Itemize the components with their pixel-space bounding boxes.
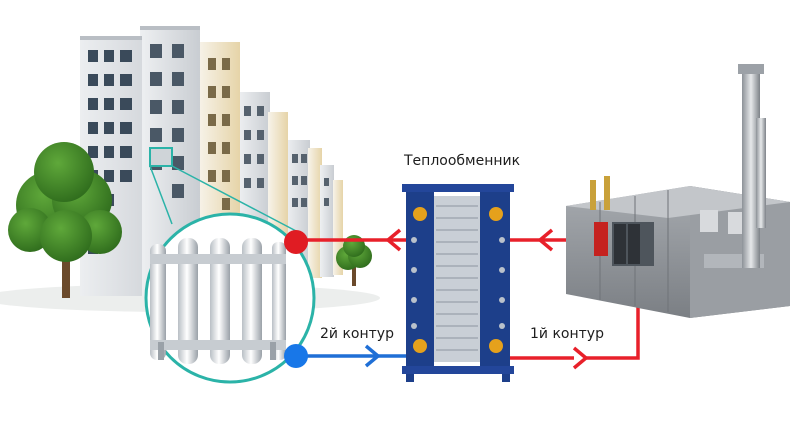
zoom-line: [149, 165, 173, 225]
cold-outlet-node: [284, 344, 308, 368]
primary-circuit-label: 1й контур: [530, 326, 604, 342]
zoom-line: [171, 165, 299, 233]
heat-exchanger-label: Теплообменник: [403, 153, 520, 169]
hot-inlet-node: [284, 230, 308, 254]
chimney-icon: [590, 64, 766, 268]
radiator-icon: [150, 238, 286, 364]
tree-icon: [8, 142, 122, 298]
secondary-circuit-label: 2й контур: [320, 326, 394, 342]
plate-heat-exchanger-icon: [402, 184, 514, 382]
radiator-zoom-circle: [144, 212, 316, 384]
flow-arrow-icon: [364, 344, 381, 368]
